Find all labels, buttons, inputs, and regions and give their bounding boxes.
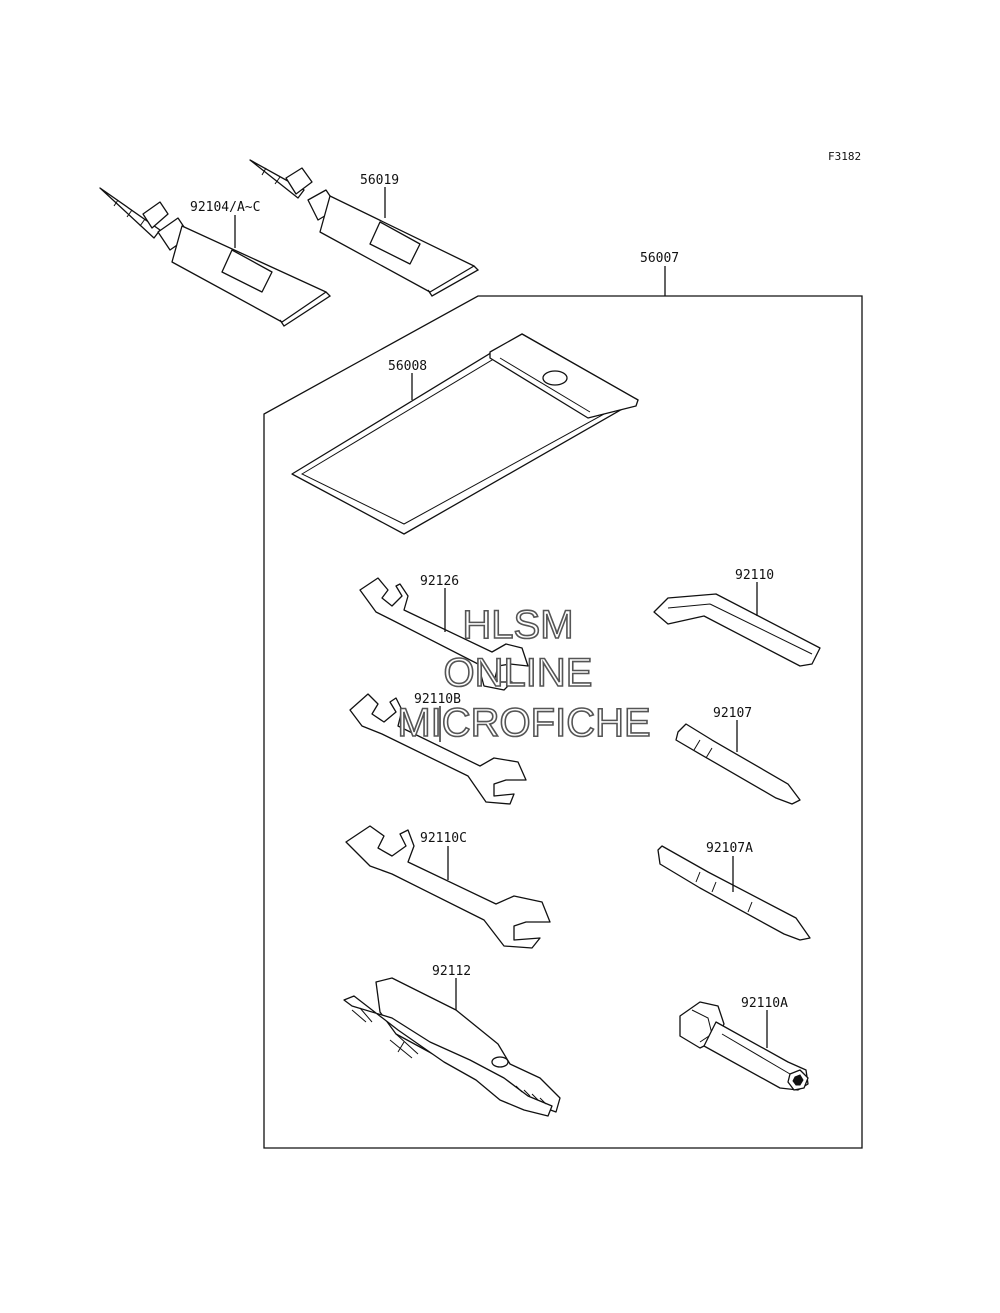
grease-tube[interactable] — [99, 187, 332, 327]
label-screwdriver-92107: 92107 — [713, 706, 752, 721]
pliers[interactable] — [343, 977, 561, 1117]
wrench-92126[interactable] — [359, 577, 529, 691]
sealant-tube[interactable] — [249, 159, 480, 297]
screwdriver-92107[interactable] — [675, 723, 801, 805]
label-screwdriver-92107a: 92107A — [706, 841, 753, 856]
label-sealant-tube: 56019 — [360, 173, 399, 188]
label-grease-tube: 92104/A~C — [190, 200, 260, 215]
label-hex-key: 92110 — [735, 568, 774, 583]
figure-code: F3182 — [828, 150, 861, 163]
watermark-line-3: MICROFICHE — [397, 701, 650, 745]
label-wrench-92110b: 92110B — [414, 692, 461, 707]
label-pliers: 92112 — [432, 964, 471, 979]
label-tool-kit: 56007 — [640, 251, 679, 266]
wrench-92110b[interactable] — [349, 693, 527, 805]
box-wrench[interactable] — [679, 1001, 809, 1091]
tool-bag[interactable] — [291, 333, 639, 535]
tool-kit-frame — [263, 295, 863, 1149]
hex-key[interactable] — [653, 593, 821, 667]
label-wrench-92126: 92126 — [420, 574, 459, 589]
label-tool-bag: 56008 — [388, 359, 427, 374]
watermark: HLSM ONLINE MICROFICHE — [397, 602, 652, 746]
label-box-wrench: 92110A — [741, 996, 788, 1011]
label-wrench-92110c: 92110C — [420, 831, 467, 846]
watermark-line-2: ONLINE — [444, 651, 593, 695]
wrench-92110c[interactable] — [345, 825, 551, 949]
screwdriver-92107a[interactable] — [657, 845, 811, 941]
watermark-line-1: HLSM — [462, 603, 573, 647]
